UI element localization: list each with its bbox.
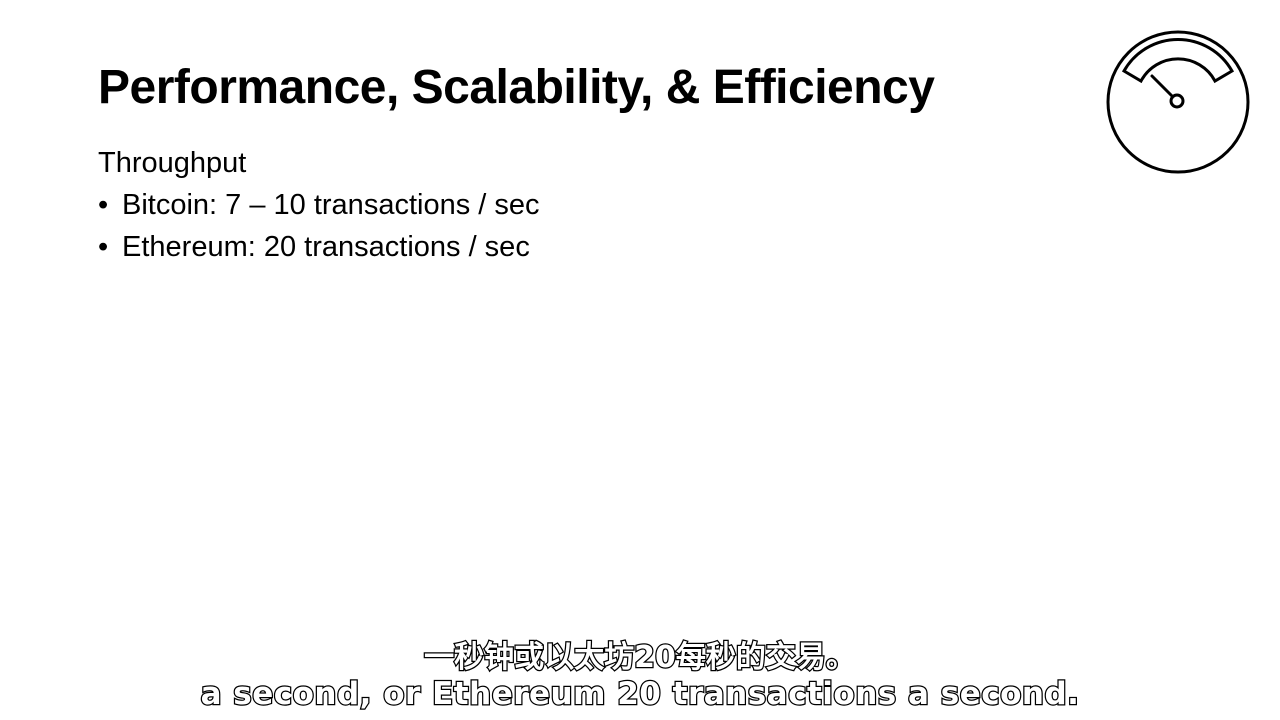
bullet-item-bitcoin: • Bitcoin: 7 – 10 transactions / sec [98,184,540,226]
speedometer-icon [1106,30,1250,174]
bullet-item-ethereum: • Ethereum: 20 transactions / sec [98,226,540,268]
slide-content: Throughput • Bitcoin: 7 – 10 transaction… [98,142,540,268]
bullet-dot: • [98,231,109,263]
bullet-text: Bitcoin: 7 – 10 transactions / sec [122,189,540,221]
bullet-list: • Bitcoin: 7 – 10 transactions / sec • E… [98,184,540,268]
bullet-text: Ethereum: 20 transactions / sec [122,231,530,263]
bullet-dot: • [98,189,109,221]
subtitle-caption-chinese: 一秒钟或以太坊20每秒的交易。 [423,639,857,677]
subtitle-caption-english: a second, or Ethereum 20 transactions a … [199,675,1080,714]
slide-title: Performance, Scalability, & Efficiency [98,61,935,114]
slide-subtitle: Throughput [98,147,247,179]
